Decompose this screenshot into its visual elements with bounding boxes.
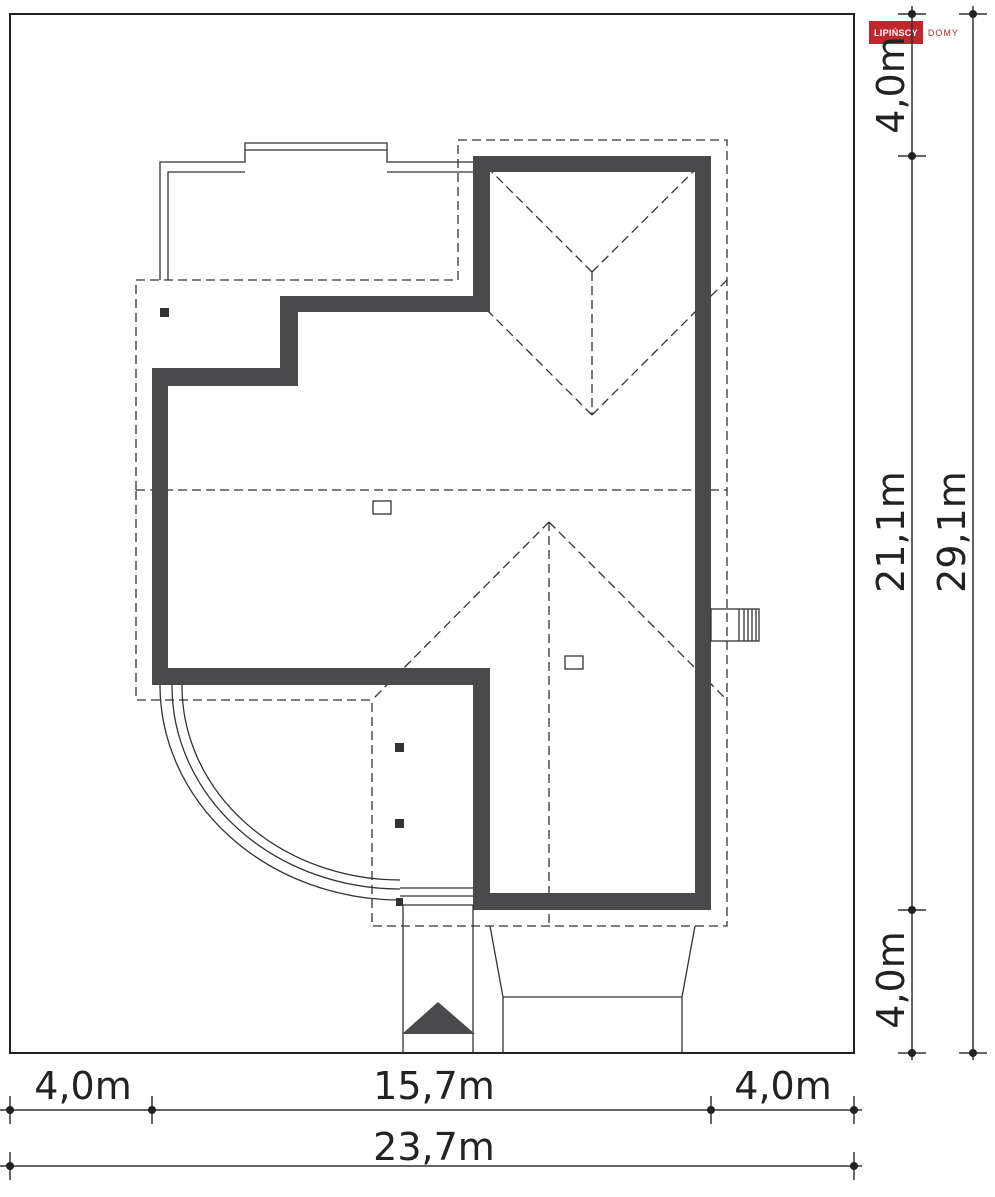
vertical-dimensions bbox=[898, 6, 987, 1060]
curved-terrace bbox=[159, 684, 473, 906]
roof-window bbox=[372, 500, 392, 515]
chimney bbox=[395, 819, 404, 828]
dim-depth-total: 29,1m bbox=[930, 471, 974, 593]
terrace-outline bbox=[159, 142, 473, 280]
entrance-arrow-icon bbox=[402, 1002, 475, 1034]
roof-window bbox=[564, 655, 584, 670]
dim-depth-house: 21,1m bbox=[869, 471, 913, 593]
dim-width-left-setback: 4,0m bbox=[34, 1064, 131, 1108]
dim-width-total: 23,7m bbox=[373, 1125, 495, 1169]
dim-width-house: 15,7m bbox=[373, 1064, 495, 1108]
plot-boundary bbox=[9, 13, 855, 1054]
chimney bbox=[396, 898, 403, 906]
driveway bbox=[402, 905, 696, 1053]
brand-name-secondary: DOMY bbox=[922, 21, 964, 44]
chimney bbox=[395, 743, 404, 752]
side-stairs bbox=[710, 608, 760, 642]
dim-width-right-setback: 4,0m bbox=[734, 1064, 831, 1108]
dim-depth-bottom-setback: 4,0m bbox=[869, 931, 913, 1028]
horizontal-dimension-dots bbox=[6, 1106, 858, 1170]
chimney bbox=[160, 308, 169, 317]
brand-logo: LIPIŃSCY DOMY bbox=[869, 21, 964, 44]
roof-outline bbox=[135, 139, 728, 927]
vertical-dimension-dots bbox=[908, 10, 977, 1057]
building-walls bbox=[152, 156, 711, 910]
brand-name-primary: LIPIŃSCY bbox=[869, 21, 923, 44]
dim-depth-top-setback: 4,0m bbox=[869, 36, 913, 133]
